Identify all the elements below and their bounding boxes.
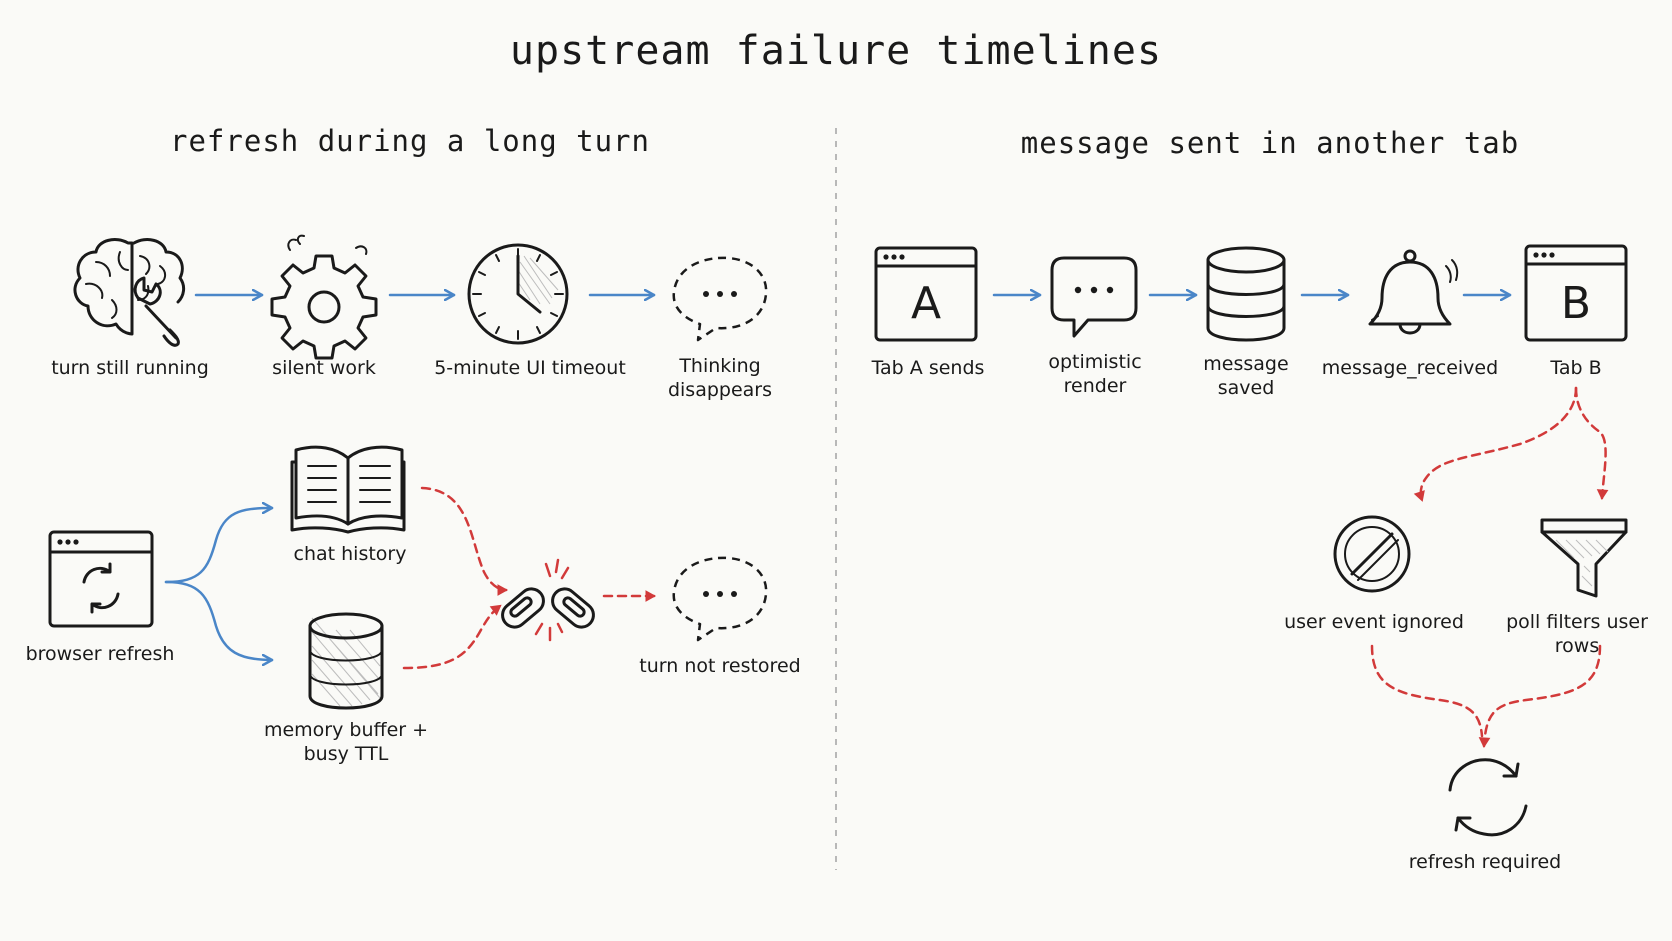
right-subtitle: message sent in another tab	[1020, 126, 1520, 160]
browser-refresh-icon	[48, 530, 154, 628]
tab-a-sends-label: Tab A sends	[871, 357, 985, 379]
failure-arrow	[1413, 386, 1578, 502]
failure-arrow	[1370, 644, 1484, 738]
tab-b-letter: B	[1561, 278, 1591, 329]
funnel-icon	[1540, 518, 1628, 598]
speech-bubble-dashed-icon	[672, 556, 768, 642]
browser-tab-b-icon: B	[1524, 244, 1628, 342]
tab-a-letter: A	[911, 278, 941, 329]
bell-icon	[1368, 249, 1459, 335]
failure-arrow	[1574, 386, 1609, 501]
browser-tab-a-icon: A	[874, 246, 978, 342]
refresh-required-label: refresh required	[1408, 851, 1562, 873]
optimistic-render-label: optimistic render	[1048, 351, 1142, 397]
failure-arrow	[1478, 644, 1602, 749]
turn-running-label: turn still running	[51, 357, 209, 379]
memory-buffer-label: memory buffer + busy TTL	[263, 719, 429, 765]
speech-bubble-icon	[1050, 256, 1138, 338]
user-event-ignored-label: user event ignored	[1284, 611, 1464, 633]
turn-not-restored-label: turn not restored	[639, 655, 801, 677]
prohibited-icon	[1333, 515, 1411, 593]
thinking-disappears-label: Thinking disappears	[667, 355, 773, 401]
poll-filters-label: poll filters user rows	[1506, 611, 1648, 657]
speech-bubble-dashed-icon	[672, 256, 768, 342]
message-received-label: message_received	[1321, 357, 1499, 379]
gear-icon	[270, 234, 378, 360]
silent-work-label: silent work	[272, 357, 376, 379]
failure-arrow	[402, 604, 502, 670]
tab-b-label: Tab B	[1550, 357, 1602, 379]
chat-history-label: chat history	[293, 543, 407, 565]
message-saved-label: message saved	[1203, 353, 1289, 399]
broken-link-icon	[501, 558, 595, 642]
clock-icon	[467, 243, 569, 345]
flow-arrow	[164, 580, 274, 660]
database-icon	[308, 612, 384, 710]
database-icon	[1206, 246, 1286, 342]
page-title: upstream failure timelines	[509, 28, 1163, 74]
left-subtitle: refresh during a long turn	[170, 124, 650, 158]
open-book-icon	[290, 445, 406, 534]
ui-timeout-label: 5-minute UI timeout	[434, 357, 626, 379]
brain-wrench-icon	[73, 238, 186, 347]
flow-arrow	[164, 508, 274, 584]
browser-refresh-label: browser refresh	[25, 643, 175, 665]
refresh-icon	[1448, 758, 1528, 837]
failure-arrow	[420, 486, 509, 596]
